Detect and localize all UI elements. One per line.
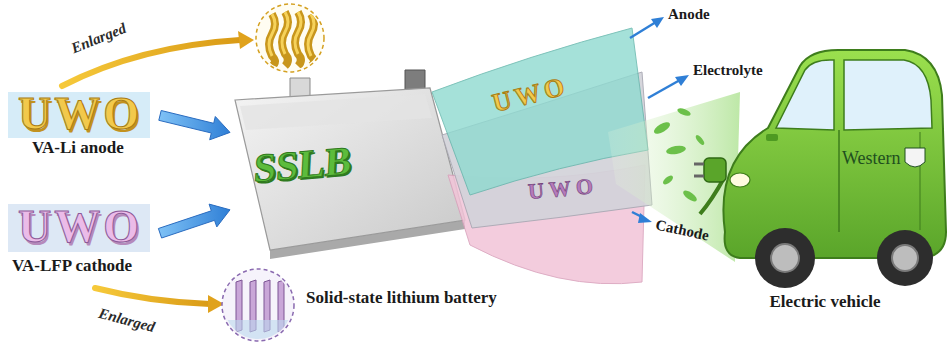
enlarged-li-circle-part-part xyxy=(282,12,288,66)
cathode-label: Cathode xyxy=(654,217,711,245)
electric-car-part xyxy=(892,245,918,271)
enlarged-lfp-circle-part-part xyxy=(226,320,292,340)
battery-node: SSLB Solid-state lithium battery xyxy=(232,55,522,313)
electric-car-part xyxy=(844,60,932,130)
electric-car-part xyxy=(723,50,946,258)
anode-ground xyxy=(8,92,150,138)
enlarged-label: Enlarged xyxy=(69,20,129,57)
leaves-part xyxy=(681,189,698,204)
charging-plug-part xyxy=(694,163,704,166)
enlarged-li-circle-part-part xyxy=(295,12,301,66)
cathode-letters: UWO xyxy=(18,204,142,250)
electric-car-part xyxy=(838,130,840,232)
leaves-part xyxy=(676,107,691,117)
electric-car-part xyxy=(920,132,921,230)
enlarged-li-circle-part-part xyxy=(308,14,314,66)
charging-plug-part xyxy=(694,175,704,178)
enlarged-li-circle-part-part xyxy=(295,12,301,54)
enlarged-li-circle-part-part xyxy=(282,12,288,54)
vehicle-caption: Electric vehicle xyxy=(700,292,950,312)
electrolyte-layer-letters: UWO xyxy=(527,175,599,203)
vehicle-node: WesternElectric vehicle xyxy=(700,40,950,316)
anode-block: UWOVA-Li anode xyxy=(8,85,158,161)
enlarged-li-circle xyxy=(256,4,324,72)
layer-leaders-part xyxy=(651,17,664,28)
anode-caption: VA-Li anode xyxy=(32,138,124,158)
layer-leaders-part xyxy=(638,213,652,223)
leaves xyxy=(652,107,706,204)
enlarged-li-circle-part xyxy=(269,12,314,66)
electric-car-part xyxy=(766,134,778,141)
leaves-part xyxy=(665,144,686,155)
flow-arrow xyxy=(158,204,230,238)
enlarged-lfp-circle-part xyxy=(222,269,294,341)
electric-car-part xyxy=(905,148,925,167)
flow-arrow xyxy=(159,111,230,140)
electric-car-part xyxy=(771,244,799,272)
energy-beam xyxy=(608,92,740,262)
charging-plug-part xyxy=(700,178,724,214)
enlarged-lfp-circle-part xyxy=(226,280,292,340)
layer-leaders-part xyxy=(630,22,656,38)
anode-letters: UWO xyxy=(18,91,142,137)
layer-leaders-part xyxy=(648,80,680,98)
enlarged-li-circle-part xyxy=(256,4,324,72)
battery-label: SSLB xyxy=(253,140,353,189)
electric-car-part xyxy=(755,228,815,288)
enlarge-arrow-top-part xyxy=(238,31,254,49)
enlarged-li-circle-part-part xyxy=(308,14,314,56)
enlarged-li-circle-part-part xyxy=(269,14,275,66)
anode-label: Anode xyxy=(668,6,710,23)
cathode-block: UWO VA-LFP cathode xyxy=(8,198,158,282)
battery-pouch-part xyxy=(240,94,432,130)
car-logo-text: Western xyxy=(842,148,901,169)
leaves-part xyxy=(661,174,674,186)
battery-pouch-part xyxy=(235,88,465,250)
enlarged-label: Enlarged xyxy=(97,305,157,336)
leaves-part xyxy=(694,134,706,146)
battery-pouch-part xyxy=(405,70,425,90)
charging-plug-part xyxy=(704,158,726,182)
battery-caption: Solid-state lithium battery xyxy=(306,288,497,308)
enlarge-arrow-bottom-part xyxy=(95,288,210,304)
leaves-part xyxy=(652,120,672,136)
enlarged-lfp-circle xyxy=(222,269,294,341)
enlarged-li-circle-part-part xyxy=(269,14,275,56)
battery-pouch-part xyxy=(290,78,310,97)
cathode-ground xyxy=(8,204,150,252)
battery-pouch xyxy=(235,70,465,259)
anode-layer-letters: UWO xyxy=(490,73,571,117)
electric-car-part xyxy=(730,173,750,187)
electrolyte-label: Electrolyte xyxy=(693,62,763,79)
electric-car-part xyxy=(776,60,834,130)
layer-leaders-part xyxy=(675,75,689,86)
electric-car-part xyxy=(877,230,933,286)
electric-car xyxy=(723,50,946,288)
charging-plug xyxy=(694,158,726,214)
cathode-caption: VA-LFP cathode xyxy=(12,256,132,276)
